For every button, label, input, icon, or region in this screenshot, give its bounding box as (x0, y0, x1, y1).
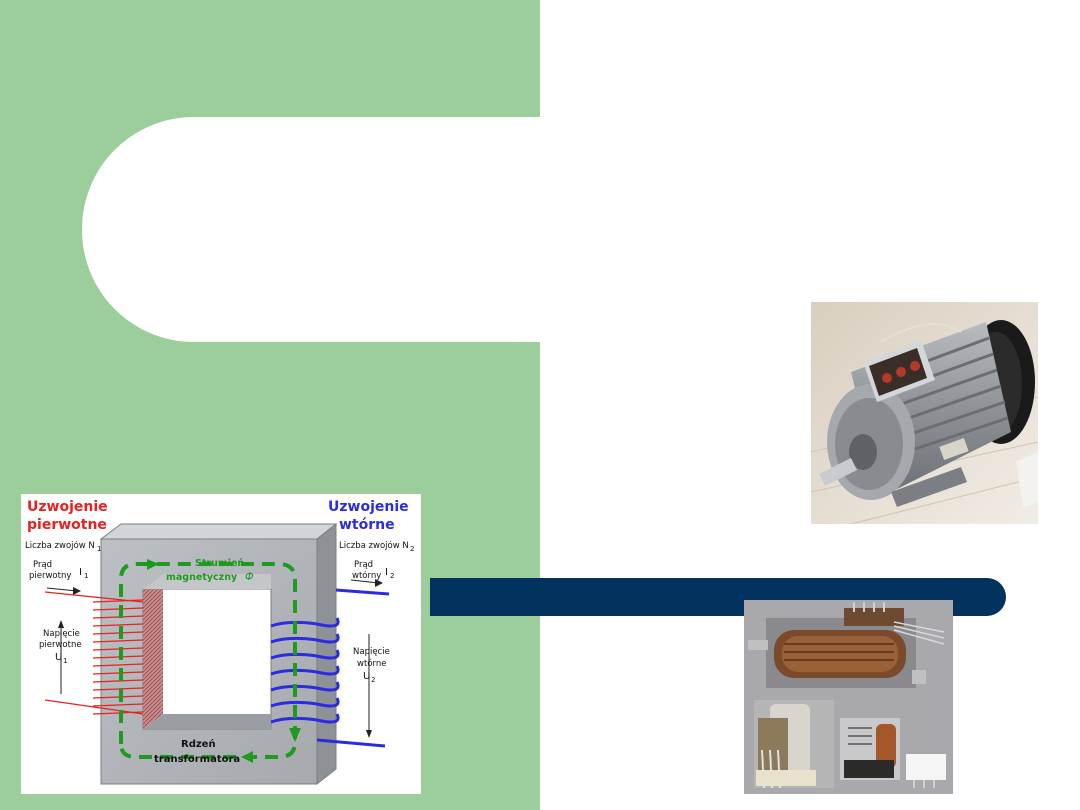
title-placeholder-shape (82, 117, 541, 342)
relays-photo (744, 600, 953, 794)
secondary-winding (270, 588, 390, 748)
secondary-voltage-sub: 2 (371, 676, 375, 684)
flux-arrow-right-icon (289, 728, 301, 742)
core-window-inner-top (143, 574, 271, 589)
secondary-current-symbol: I (385, 567, 388, 578)
flux-arrow-top-icon (147, 559, 159, 570)
primary-current-label: Prąd (33, 560, 52, 570)
core-top-face (99, 523, 338, 540)
secondary-winding-title: Uzwojenie (328, 499, 409, 515)
secondary-current-label-2: wtórny (352, 570, 381, 581)
core-label-2: transformatora (154, 754, 240, 765)
secondary-voltage-symbol: U (363, 671, 370, 682)
secondary-voltage-label-2: wtórne (357, 658, 386, 669)
primary-voltage-label: Napięcie (43, 629, 80, 639)
secondary-winding-title-2: wtórne (339, 517, 395, 533)
primary-turns-sub: 1 (97, 545, 101, 553)
primary-current-arrow-head-icon (73, 587, 81, 595)
primary-voltage-label-2: pierwotne (39, 640, 82, 650)
primary-winding-title: Uzwojenie (27, 499, 108, 515)
transformer-diagram: Uzwojenie pierwotne Uzwojenie wtórne Lic… (21, 494, 421, 794)
primary-current-symbol: I (79, 567, 82, 578)
secondary-current-label: Prąd (354, 560, 373, 570)
secondary-voltage-label: Napięcie (353, 647, 390, 657)
magnetic-flux-path (119, 562, 297, 759)
secondary-turns-sub: 2 (410, 545, 414, 553)
secondary-current-arrow-head-icon (375, 579, 383, 587)
primary-current-label-2: pierwotny (29, 571, 71, 581)
primary-winding-title-2: pierwotne (27, 517, 107, 533)
secondary-turns-label: Liczba zwojów N (339, 540, 409, 551)
electric-motor-photo (811, 302, 1038, 524)
primary-voltage-symbol: U (55, 652, 62, 663)
flux-label: Strumień (195, 558, 244, 569)
secondary-current-sub: 2 (390, 572, 394, 580)
core-window-inner-left (143, 574, 163, 729)
primary-voltage-sub: 1 (63, 657, 67, 665)
secondary-current-arrow (350, 579, 380, 584)
primary-winding (44, 591, 144, 715)
flux-arrow-bottom-icon (241, 751, 253, 763)
primary-current-sub: 1 (84, 572, 88, 580)
primary-current-arrow (46, 587, 78, 592)
core-window-inner-bottom (143, 714, 271, 729)
flux-label-2: magnetyczny (166, 572, 238, 583)
flux-symbol: Φ (245, 570, 254, 583)
core-side-face (316, 522, 337, 786)
core-label: Rdzeń (181, 738, 216, 750)
secondary-voltage-arrow-head-icon (366, 730, 372, 738)
primary-voltage-arrow-head-icon (58, 620, 64, 628)
primary-turns-label: Liczba zwojów N (25, 540, 95, 551)
